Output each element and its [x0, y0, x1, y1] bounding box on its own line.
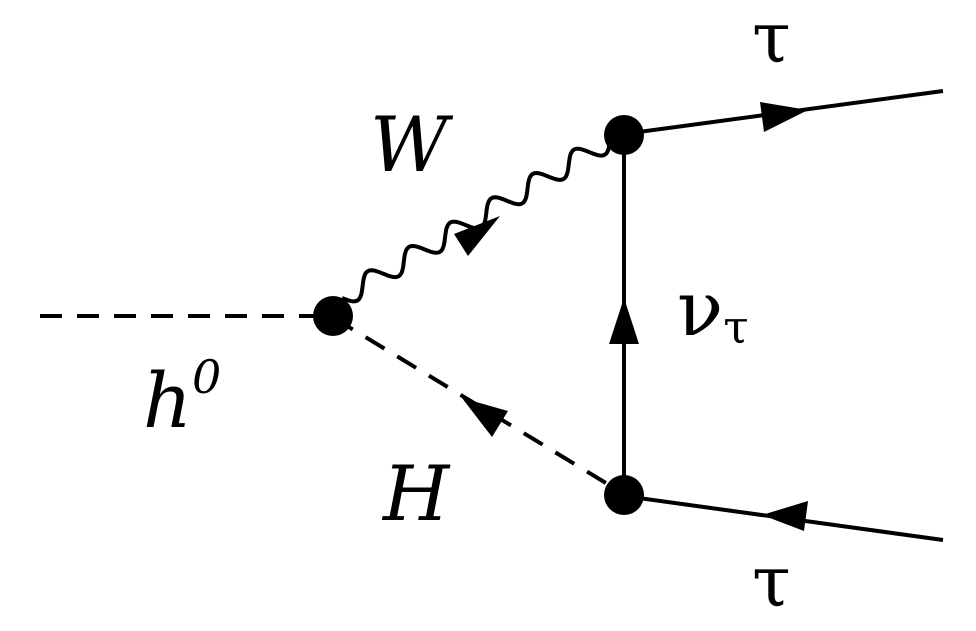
- neutrino-arrow-icon: [609, 298, 639, 344]
- label-h0-base: h: [143, 356, 192, 445]
- tau-top-arrow-icon: [760, 102, 808, 132]
- label-h-charged: H: [381, 449, 451, 538]
- w-boson-arrow-icon: [454, 216, 500, 256]
- label-h0: h0: [143, 350, 221, 445]
- label-neutrino: ντ: [677, 264, 749, 354]
- charged-higgs-arrow-icon: [462, 398, 508, 437]
- label-neutrino-base: ν: [677, 264, 723, 353]
- label-neutrino-sub: τ: [723, 300, 748, 354]
- label-h0-sup: 0: [192, 350, 221, 404]
- label-tau-top: τ: [752, 0, 791, 79]
- vertex-top: [604, 115, 644, 155]
- tau-bottom-arrow-icon: [762, 501, 808, 531]
- vertex-left: [313, 296, 353, 336]
- label-tau-bottom: τ: [752, 541, 791, 623]
- vertex-bottom: [604, 475, 644, 515]
- label-w: W: [370, 100, 454, 189]
